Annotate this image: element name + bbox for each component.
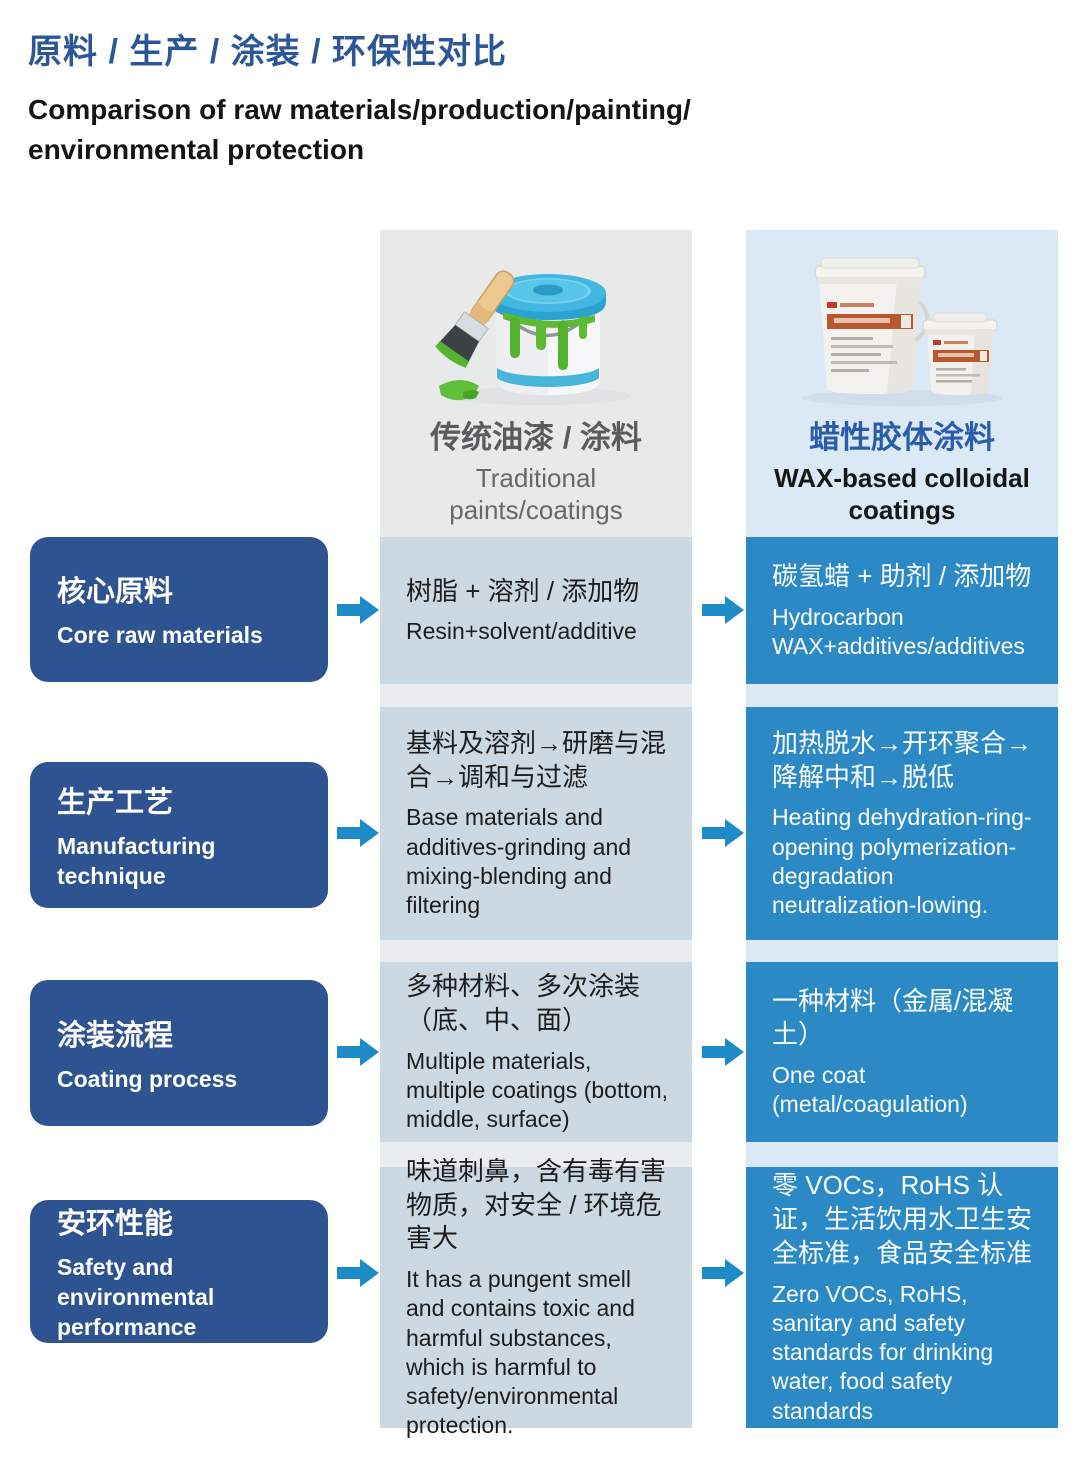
label-text-cn: 核心原料 — [57, 576, 174, 609]
cell-text-cn: 加热脱水→开环聚合→降解中和→脱低 — [772, 727, 1033, 792]
arrow-right-icon — [702, 1259, 744, 1287]
page-subtitle: Comparison of raw materials/production/p… — [28, 90, 691, 170]
label-safety-environmental: 安环性能 Safety and environmental performanc… — [30, 1200, 328, 1343]
cell-text-en: One coat (metal/coagulation) — [772, 1062, 968, 1118]
cell-text-en: Multiple materials, multiple coatings (b… — [406, 1047, 669, 1132]
arrow-right-icon — [702, 819, 744, 847]
cell-wax-manufacturing: 加热脱水→开环聚合→降解中和→脱低 Heating dehydration-ri… — [746, 707, 1058, 940]
cell-text-en: Heating dehydration-ring-opening polymer… — [772, 804, 1032, 918]
cell-wax-coating-process: 一种材料（金属/混凝土） One coat (metal/coagulation… — [746, 962, 1058, 1142]
cell-traditional-coating-process: 多种材料、多次涂装（底、中、面） Multiple materials, mul… — [380, 962, 692, 1142]
cell-wax-core-raw-materials: 碳氢蜡 + 助剂 / 添加物 Hydrocarbon WAX+additives… — [746, 537, 1058, 684]
label-text-cn: 安环性能 — [57, 1208, 174, 1241]
page-subtitle-line1: Comparison of raw materials/production/p… — [28, 94, 691, 125]
column-wax-title-en: WAX-based colloidal coatings — [774, 463, 1030, 525]
column-traditional-header: 传统油漆 / 涂料 Traditional paints/coatings — [380, 230, 692, 537]
label-text-en: Manufacturing technique — [57, 832, 216, 889]
paint-can-illustration — [435, 270, 631, 405]
label-coating-process: 涂装流程 Coating process — [30, 980, 328, 1126]
cell-wax-safety: 零 VOCs，RoHS 认证，生活饮用水卫生安全标准，食品安全标准 Zero V… — [746, 1167, 1058, 1428]
cell-text-en: Resin+solvent/additive — [406, 618, 637, 645]
column-traditional-title-en: Traditional paints/coatings — [449, 463, 623, 525]
cell-text-cn: 基料及溶剂→研磨与混合→调和与过滤 — [406, 727, 667, 792]
cell-text-cn: 多种材料、多次涂装（底、中、面） — [406, 970, 641, 1035]
column-traditional: 传统油漆 / 涂料 Traditional paints/coatings 树脂… — [380, 230, 692, 1438]
cell-text-cn: 味道刺鼻，含有毒有害物质，对安全 / 环境危害大 — [406, 1155, 667, 1254]
cell-text-en: It has a pungent smell and contains toxi… — [406, 1266, 635, 1439]
label-text-cn: 生产工艺 — [57, 786, 174, 819]
cell-traditional-safety: 味道刺鼻，含有毒有害物质，对安全 / 环境危害大 It has a pungen… — [380, 1156, 692, 1438]
arrow-right-icon — [337, 1259, 379, 1287]
label-text-cn: 涂装流程 — [57, 1019, 174, 1052]
page-title: 原料 / 生产 / 涂装 / 环保性对比 — [28, 33, 508, 71]
page-subtitle-line2: environmental protection — [28, 133, 365, 165]
column-traditional-title-cn: 传统油漆 / 涂料 — [430, 420, 642, 455]
column-wax: 蜡性胶体涂料 WAX-based colloidal coatings 碳氢蜡 … — [746, 230, 1058, 1428]
cell-text-cn: 零 VOCs，RoHS 认证，生活饮用水卫生安全标准，食品安全标准 — [772, 1170, 1033, 1268]
cell-text-en: Zero VOCs, RoHS, sanitary and safety sta… — [772, 1280, 994, 1424]
arrow-right-icon — [702, 596, 744, 624]
column-wax-title-cn: 蜡性胶体涂料 — [809, 420, 995, 455]
arrow-right-icon — [702, 1038, 744, 1066]
label-manufacturing-technique: 生产工艺 Manufacturing technique — [30, 762, 328, 908]
label-text-en: Core raw materials — [57, 622, 263, 649]
cell-traditional-core-raw-materials: 树脂 + 溶剂 / 添加物 Resin+solvent/additive — [380, 537, 692, 684]
label-text-en: Safety and environmental performance — [57, 1254, 215, 1340]
cell-text-en: Base materials and additives-grinding an… — [406, 804, 632, 918]
arrow-right-icon — [337, 596, 379, 624]
arrow-right-icon — [337, 1038, 379, 1066]
wax-buckets-illustration — [802, 257, 1002, 406]
cell-text-en: Hydrocarbon WAX+additives/additives — [772, 603, 1025, 659]
cell-text-cn: 树脂 + 溶剂 / 添加物 — [406, 575, 640, 606]
column-wax-header: 蜡性胶体涂料 WAX-based colloidal coatings — [746, 230, 1058, 537]
cell-text-cn: 一种材料（金属/混凝土） — [772, 985, 1014, 1050]
cell-text-cn: 碳氢蜡 + 助剂 / 添加物 — [772, 560, 1032, 591]
cell-traditional-manufacturing: 基料及溶剂→研磨与混合→调和与过滤 Base materials and add… — [380, 707, 692, 940]
label-text-en: Coating process — [57, 1065, 238, 1092]
arrow-right-icon — [337, 819, 379, 847]
label-core-raw-materials: 核心原料 Core raw materials — [30, 537, 328, 682]
